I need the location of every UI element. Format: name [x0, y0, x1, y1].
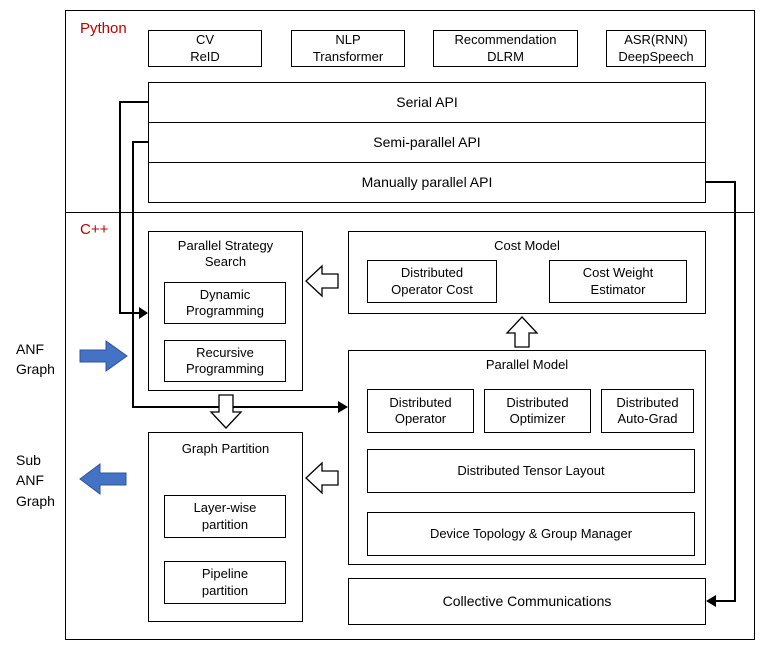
distributed-auto-grad-box: Distributed Auto-Grad	[601, 389, 694, 433]
distributed-tensor-layout-box: Distributed Tensor Layout	[367, 449, 695, 493]
parallel-model-title: Parallel Model	[485, 357, 569, 372]
dynamic-programming-box: Dynamic Programming	[164, 282, 286, 324]
app-box-nlp-transformer: NLP Transformer	[291, 30, 405, 67]
graph-partition-group: Graph Partition Layer-wise partition Pip…	[148, 432, 303, 622]
app-box-cv-reid: CV ReID	[148, 30, 262, 67]
cost-model-title: Cost Model	[494, 238, 560, 253]
anf-graph-label: ANF Graph	[16, 341, 55, 378]
serial-api-bar: Serial API	[148, 82, 706, 123]
distributed-operator-box: Distributed Operator	[367, 389, 474, 433]
cost-model-group: Cost Model Distributed Operator Cost Cos…	[348, 231, 706, 314]
sub-anf-graph-label: Sub ANF Graph	[16, 452, 55, 509]
parallel-strategy-search-group: Parallel Strategy Search Dynamic Program…	[148, 231, 303, 391]
distributed-optimizer-box: Distributed Optimizer	[484, 389, 591, 433]
collective-communications-bar: Collective Communications	[348, 578, 706, 625]
device-topology-group-manager-box: Device Topology & Group Manager	[367, 512, 695, 556]
pipeline-partition-box: Pipeline partition	[164, 561, 286, 604]
graph-partition-title: Graph Partition	[181, 441, 270, 456]
distributed-operator-cost-box: Distributed Operator Cost	[367, 260, 497, 303]
python-section-label: Python	[80, 20, 127, 37]
parallel-model-group: Parallel Model Distributed Operator Dist…	[348, 350, 706, 565]
app-box-asr-deepspeech: ASR(RNN) DeepSpeech	[606, 30, 706, 67]
parallel-strategy-search-title: Parallel Strategy Search	[177, 238, 274, 270]
cpp-section-label: C++	[80, 221, 109, 238]
recursive-programming-box: Recursive Programming	[164, 340, 286, 382]
cost-weight-estimator-box: Cost Weight Estimator	[549, 260, 687, 303]
semi-parallel-api-bar: Semi-parallel API	[148, 122, 706, 163]
layer-wise-partition-box: Layer-wise partition	[164, 495, 286, 538]
manually-parallel-api-bar: Manually parallel API	[148, 162, 706, 203]
app-box-recommendation-dlrm: Recommendation DLRM	[433, 30, 578, 67]
